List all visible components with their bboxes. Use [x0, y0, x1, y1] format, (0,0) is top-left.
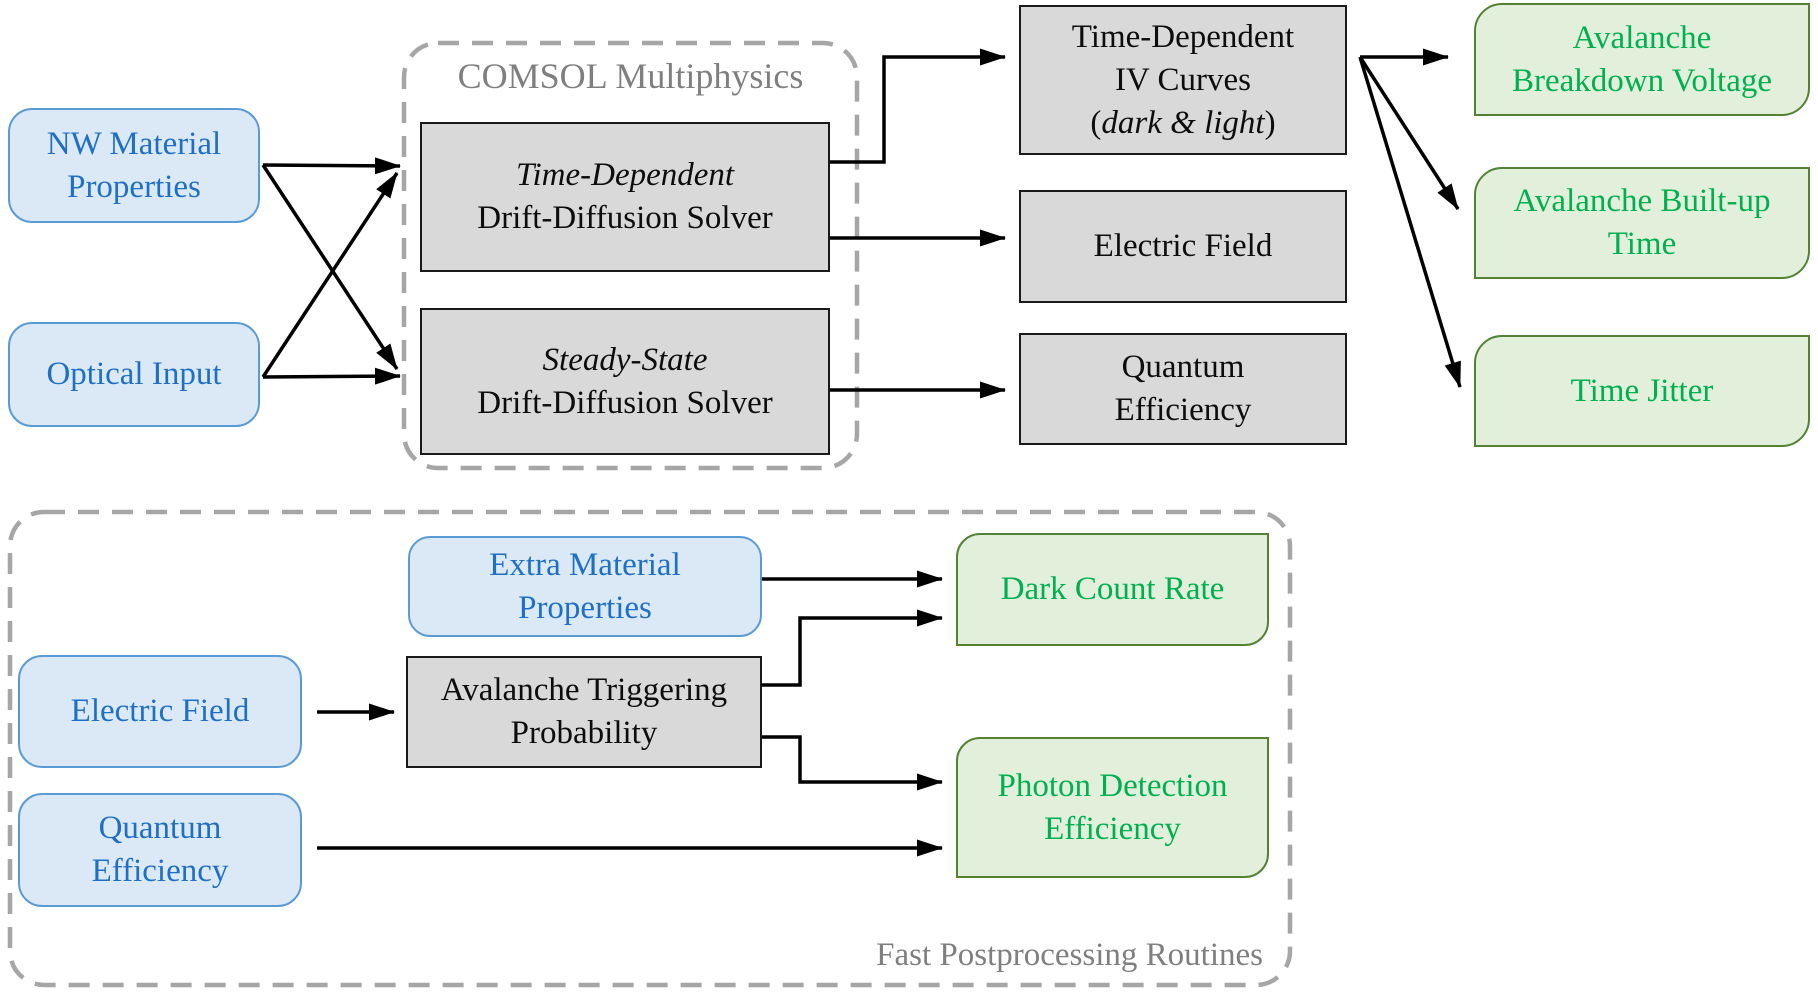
node-label-line: Quantum [1121, 349, 1245, 385]
node-label-line: NW Material [46, 125, 222, 162]
node-time-dependent-iv-curves: Time-Dependent IV Curves (dark & light) [1019, 5, 1347, 155]
node-label-line: Avalanche Triggering [440, 672, 728, 708]
node-quantum-efficiency-input: Quantum Efficiency [18, 793, 302, 907]
node-label-line: Dark Count Rate [1000, 571, 1225, 607]
node-electric-field-input: Electric Field [18, 655, 302, 768]
node-label-line: Drift-Diffusion Solver [477, 384, 773, 421]
node-dark-count-rate: Dark Count Rate [956, 533, 1269, 646]
node-label-line: Extra Material [489, 546, 681, 583]
node-label-line: Properties [67, 168, 201, 205]
node-label-line: Time Jitter [1570, 372, 1714, 409]
node-extra-material-properties: Extra Material Properties [408, 536, 762, 637]
arrow-optical-input-to-ss-solver [262, 367, 401, 385]
node-avalanche-breakdown-voltage: Avalanche Breakdown Voltage [1474, 3, 1810, 116]
node-label-line: Steady-State [542, 341, 708, 378]
node-label-line: IV Curves [1115, 61, 1251, 98]
node-label-line: Breakdown Voltage [1512, 62, 1772, 99]
node-quantum-efficiency-output: Quantum Efficiency [1019, 333, 1347, 445]
node-electric-field-output: Electric Field [1019, 190, 1347, 303]
node-label-line: Avalanche [1572, 19, 1712, 56]
node-label-line: Electric Field [1093, 228, 1273, 264]
node-label-line: Probability [510, 715, 658, 751]
node-label-line: Efficiency [1044, 810, 1181, 847]
node-steady-state-solver: Steady-State Drift-Diffusion Solver [420, 308, 830, 455]
node-label-line: Properties [518, 589, 652, 626]
node-time-jitter: Time Jitter [1474, 335, 1810, 447]
node-time-dependent-solver: Time-Dependent Drift-Diffusion Solver [420, 122, 830, 272]
node-label-line: Time [1607, 226, 1677, 262]
node-label-line: Time-Dependent [515, 157, 735, 193]
node-label-line: (dark & light) [1090, 104, 1276, 141]
arrow-triggering-probability-to-dark-count-rate [762, 609, 943, 687]
arrow-nw-material-to-ss-solver [261, 164, 399, 370]
node-label-line: Photon Detection [997, 767, 1228, 804]
node-label-line: Efficiency [91, 853, 229, 889]
node-photon-detection-efficiency: Photon Detection Efficiency [956, 737, 1269, 878]
node-label-line: Efficiency [1114, 392, 1252, 428]
arrow-optical-input-to-td-solver [261, 172, 399, 378]
arrow-nw-material-to-td-solver [262, 157, 401, 175]
node-avalanche-builtup-time: Avalanche Built-up Time [1474, 167, 1810, 279]
node-nw-material-properties: NW Material Properties [8, 108, 260, 223]
node-label-line: Drift-Diffusion Solver [477, 200, 773, 236]
postprocessing-container-label: Fast Postprocessing Routines [876, 937, 1263, 973]
arrow-iv-curves-to-time-jitter [1358, 56, 1462, 388]
arrow-iv-curves-to-avalanche-builtup-time [1358, 56, 1460, 210]
comsol-container-label: COMSOL Multiphysics [457, 56, 804, 96]
node-optical-input: Optical Input [8, 322, 260, 427]
node-label-line: Optical Input [46, 356, 222, 392]
node-label-line: Electric Field [70, 693, 250, 729]
node-avalanche-triggering-probability: Avalanche Triggering Probability [406, 656, 762, 768]
node-label-line: Time-Dependent [1071, 18, 1295, 55]
arrow-triggering-probability-to-photon-detection [762, 735, 943, 791]
node-label-line: Quantum [98, 810, 222, 846]
node-label-line: Avalanche Built-up [1513, 183, 1771, 219]
